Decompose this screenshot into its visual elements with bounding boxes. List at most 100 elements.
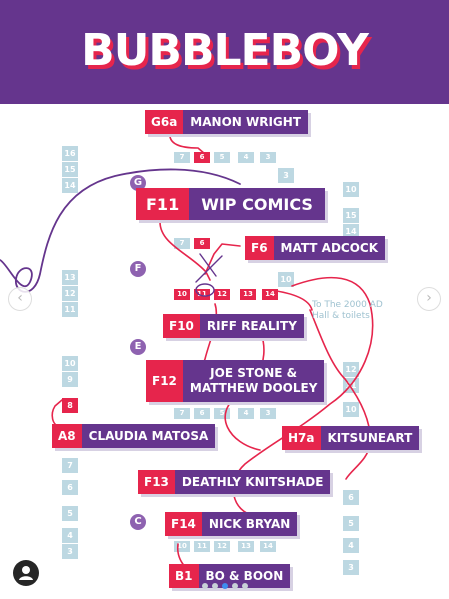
stall-cell: 7	[174, 408, 190, 419]
vendor-code: F10	[163, 314, 200, 338]
stall-cell: 10	[62, 356, 78, 371]
stall-cell: 14	[262, 289, 278, 300]
stall-cell: 4	[62, 528, 78, 543]
vendor-code: F13	[138, 470, 175, 494]
header-banner: BUBBLEBOY	[0, 0, 449, 104]
vendor-label-h7a: H7a KITSUNEART	[282, 426, 420, 450]
vendor-label-f14: F14 NICK BRYAN	[165, 512, 298, 536]
stall-cell: 12	[214, 289, 230, 300]
stall-cell: 6	[194, 152, 210, 163]
stall-cell: 5	[214, 408, 230, 419]
vendor-name-line2: MATTHEW DOOLEY	[189, 381, 318, 395]
aisle-marker-e: E	[130, 339, 146, 355]
floor-map: 16 15 14 13 12 11 10 9 8 7 6 5 4 3 10 15…	[0, 104, 449, 599]
stall-cell: 4	[238, 152, 254, 163]
stall-cell: 11	[194, 289, 210, 300]
stall-cell: 6	[194, 408, 210, 419]
vendor-name: CLAUDIA MATOSA	[81, 424, 216, 448]
carousel-dot[interactable]	[211, 583, 218, 589]
stall-cell: 5	[62, 506, 78, 521]
carousel-dot[interactable]	[231, 583, 238, 589]
stall-cell: 11	[194, 541, 210, 552]
stall-cell: 10	[343, 182, 359, 197]
stall-cell: 6	[343, 490, 359, 505]
carousel-dot[interactable]	[201, 583, 208, 589]
stall-cell: 6	[62, 480, 78, 495]
carousel-dot[interactable]	[241, 583, 248, 589]
vendor-name: MANON WRIGHT	[183, 110, 309, 134]
stall-cell: 10	[278, 272, 294, 287]
stall-cell: 9	[62, 372, 78, 387]
vendor-label-f12: F12 JOE STONE & MATTHEW DOOLEY	[146, 360, 325, 402]
vendor-label-a8: A8 CLAUDIA MATOSA	[52, 424, 216, 448]
stall-cell: 7	[62, 458, 78, 473]
vendor-label-f11: F11 WIP COMICS	[136, 188, 325, 220]
chevron-right-icon: ›	[426, 290, 432, 306]
stall-cell: 10	[174, 541, 190, 552]
carousel-indicator	[0, 574, 449, 589]
user-icon	[19, 566, 33, 580]
vendor-name: RIFF REALITY	[199, 314, 304, 338]
stall-cell: 13	[240, 289, 256, 300]
stall-cell: 12	[62, 286, 78, 301]
stall-cell: 13	[62, 270, 78, 285]
stall-cell: 3	[343, 560, 359, 575]
stall-cell: 15	[343, 208, 359, 223]
vendor-name: WIP COMICS	[189, 188, 325, 220]
vendor-code: F6	[245, 236, 274, 260]
aisle-marker-f: F	[130, 261, 146, 277]
stall-cell: 7	[174, 238, 190, 249]
stall-cell: 10	[343, 402, 359, 417]
vendor-code: F14	[165, 512, 202, 536]
stall-cell: 3	[260, 408, 276, 419]
chevron-left-icon: ‹	[17, 290, 23, 306]
user-avatar[interactable]	[13, 560, 39, 586]
stall-cell: 6	[194, 238, 210, 249]
stall-cell: 3	[260, 152, 276, 163]
stall-cell: 14	[260, 541, 276, 552]
vendor-code: F11	[136, 188, 190, 220]
vendor-label-f10: F10 RIFF REALITY	[163, 314, 304, 338]
vendor-code: G6a	[145, 110, 184, 134]
stall-cell: 5	[343, 516, 359, 531]
stall-cell: 4	[343, 538, 359, 553]
vendor-code: B1	[169, 564, 199, 588]
stall-cell: 3	[278, 168, 294, 183]
vendor-name: JOE STONE & MATTHEW DOOLEY	[182, 360, 325, 402]
vendor-code: A8	[52, 424, 82, 448]
directions-note-line2: Hall & toilets	[312, 311, 370, 321]
stall-cell: 14	[343, 224, 359, 239]
stall-cell: 15	[62, 162, 78, 177]
vendor-label-f6: F6 MATT ADCOCK	[245, 236, 386, 260]
stall-cell: 4	[238, 408, 254, 419]
stall-cell: 10	[174, 289, 190, 300]
vendor-name: DEATHLY KNITSHADE	[174, 470, 331, 494]
vendor-name: KITSUNEART	[320, 426, 420, 450]
stall-cell: 5	[214, 152, 230, 163]
aisle-marker-c: C	[130, 514, 146, 530]
stall-cell: 8	[62, 398, 78, 413]
brand-title: BUBBLEBOY	[81, 25, 369, 76]
vendor-name: MATT ADCOCK	[273, 236, 386, 260]
next-slide-button[interactable]: ›	[417, 287, 441, 311]
directions-note: To The 2000 AD Hall & toilets	[312, 300, 402, 322]
aisle-marker-g: G	[130, 175, 146, 191]
stall-cell: 16	[62, 146, 78, 161]
vendor-name-line1: JOE STONE &	[210, 366, 298, 380]
vendor-label-f13: F13 DEATHLY KNITSHADE	[138, 470, 331, 494]
stall-cell: 12	[214, 541, 230, 552]
stall-cell: 3	[62, 544, 78, 559]
stall-cell: 12	[343, 362, 359, 377]
directions-note-line1: To The 2000 AD	[312, 300, 383, 310]
stall-cell: 11	[62, 302, 78, 317]
vendor-label-g6a: G6a MANON WRIGHT	[145, 110, 309, 134]
stall-cell: 7	[174, 152, 190, 163]
prev-slide-button[interactable]: ‹	[8, 287, 32, 311]
vendor-code: H7a	[282, 426, 321, 450]
vendor-code: F12	[146, 360, 183, 402]
vendor-name: NICK BRYAN	[201, 512, 298, 536]
carousel-dot[interactable]	[221, 583, 228, 589]
stall-cell: 13	[238, 541, 254, 552]
stall-cell: 14	[62, 178, 78, 193]
